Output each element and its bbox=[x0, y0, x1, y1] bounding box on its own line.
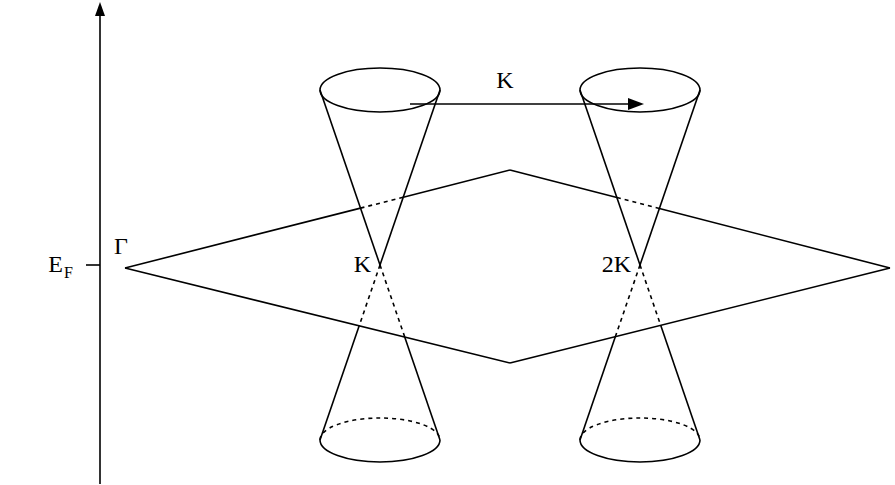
energy-symbol: E bbox=[48, 252, 63, 276]
axis-arrowhead bbox=[95, 2, 105, 16]
dirac-cone-k bbox=[320, 68, 440, 462]
vector-label: K bbox=[496, 68, 513, 92]
arrowhead bbox=[628, 98, 644, 110]
energy-axis bbox=[99, 14, 101, 484]
fermi-tick bbox=[86, 264, 100, 266]
zone-rhombus bbox=[125, 170, 890, 363]
point-label: Γ bbox=[114, 234, 128, 258]
point-label: 2K bbox=[602, 252, 631, 276]
translation-arrow bbox=[410, 103, 628, 105]
dirac-cone-2k bbox=[580, 68, 700, 462]
subscript: F bbox=[64, 265, 73, 281]
point-label: K bbox=[354, 252, 371, 276]
